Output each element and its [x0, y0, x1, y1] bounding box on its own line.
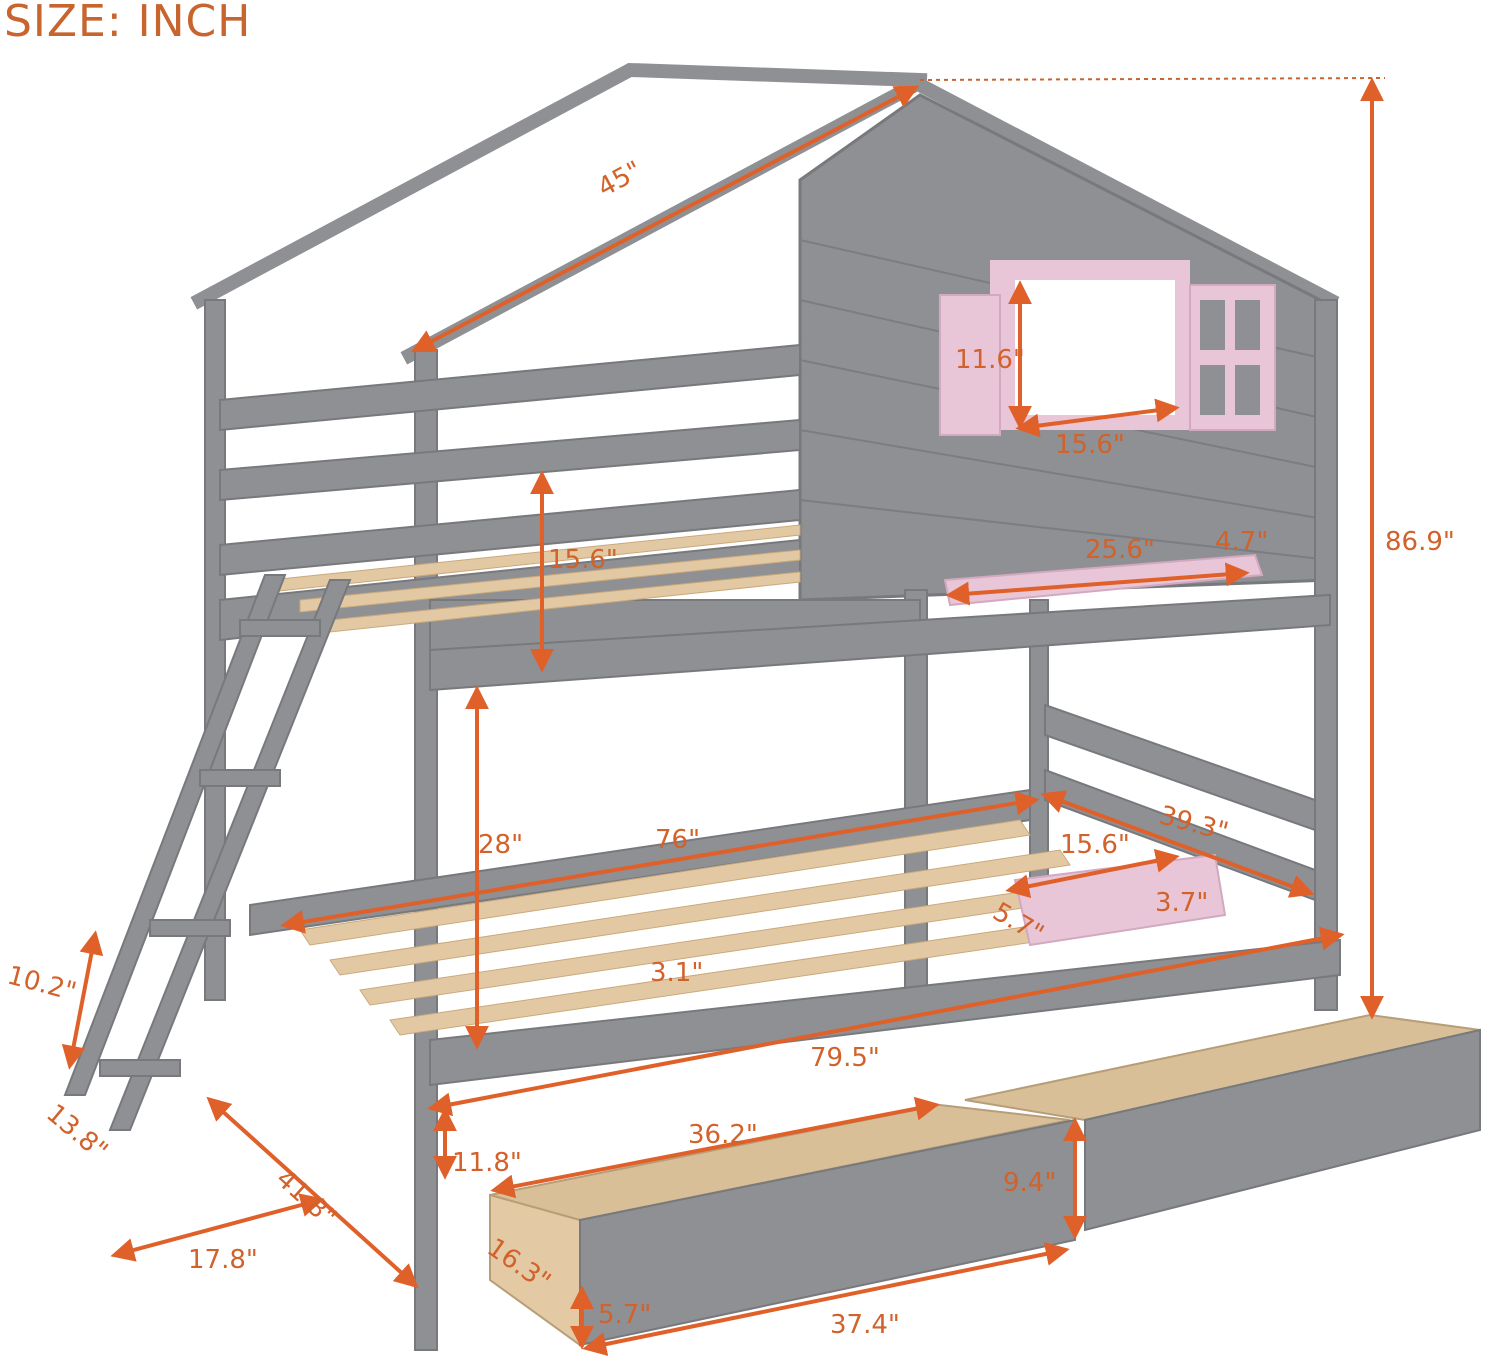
dim-ladder-width: 17.8"	[188, 1245, 258, 1275]
dim-upper-guardrail-height: 15.6"	[548, 545, 618, 575]
dim-window-width: 15.6"	[1055, 430, 1125, 460]
dim-lower-box-height: 3.7"	[1155, 888, 1209, 918]
dim-window-height: 11.6"	[955, 345, 1025, 375]
dim-floor-clearance: 11.8"	[452, 1148, 522, 1178]
dim-overall-height: 86.9"	[1385, 527, 1455, 557]
dim-drawer-front-length: 37.4"	[830, 1310, 900, 1340]
dimension-lines	[61, 77, 1384, 1356]
dim-lower-box-length: 15.6"	[1060, 830, 1130, 860]
dim-drawer-front-height: 9.4"	[1003, 1168, 1057, 1198]
dim-drawer-inner-length: 36.2"	[688, 1120, 758, 1150]
dim-slat-gap: 3.1"	[650, 958, 704, 988]
dim-mattress-length: 76"	[655, 825, 701, 855]
dim-drawer-side-height: 5.7"	[598, 1300, 652, 1330]
ladder	[63, 574, 352, 1131]
dim-shelf-depth: 4.7"	[1215, 527, 1269, 557]
dim-under-bed-clearance: 28"	[478, 830, 524, 860]
dim-overall-length: 79.5"	[810, 1043, 880, 1073]
dim-shelf-length: 25.6"	[1085, 535, 1155, 565]
size-unit-title: SIZE: INCH	[4, 0, 252, 47]
